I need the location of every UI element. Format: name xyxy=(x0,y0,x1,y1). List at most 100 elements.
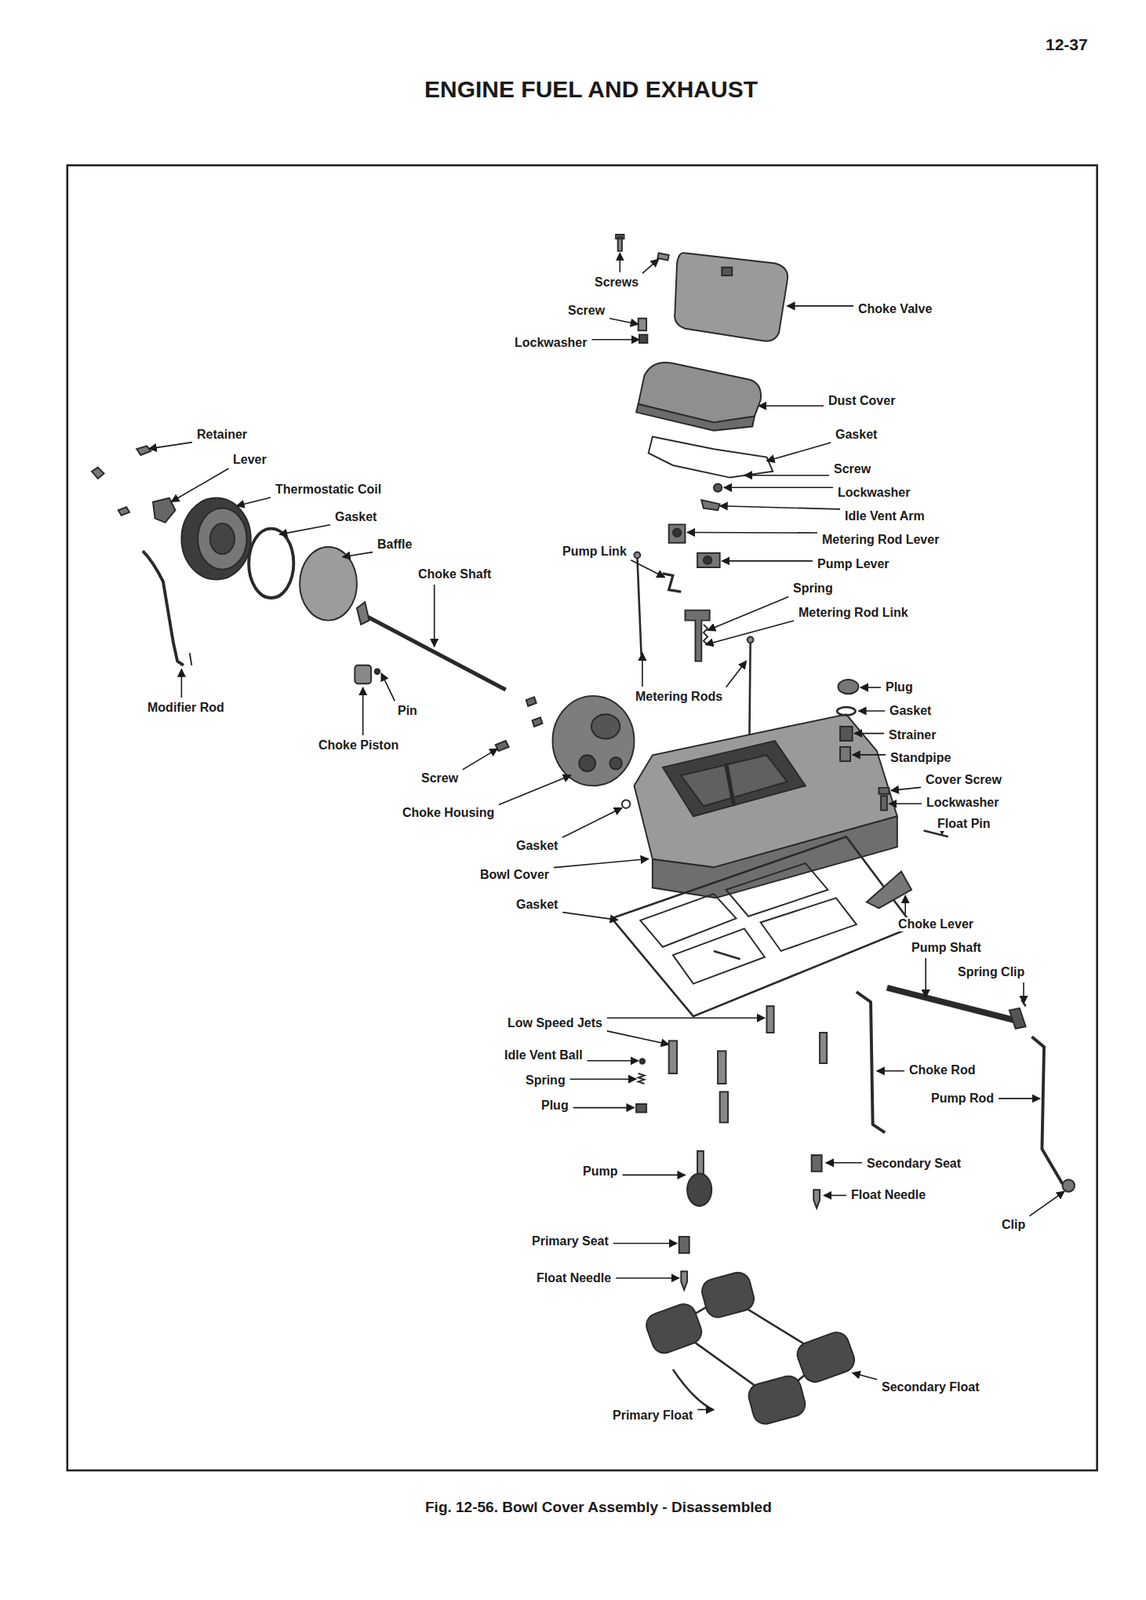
leader-line xyxy=(723,486,834,488)
leader-line xyxy=(498,774,572,805)
leader-line xyxy=(615,1276,680,1279)
leader-line xyxy=(622,1174,686,1176)
part-label: Spring Clip xyxy=(956,964,1026,979)
part-label: Metering Rod Link xyxy=(796,605,910,620)
leader-line xyxy=(342,552,373,557)
leader-line xyxy=(573,1106,635,1109)
leader-line xyxy=(279,524,331,535)
leader-line xyxy=(570,1077,637,1080)
leader-line xyxy=(587,1059,639,1062)
part-label: Retainer xyxy=(195,427,249,442)
leader-line xyxy=(433,584,436,647)
part-label: Secondary Float xyxy=(880,1379,981,1394)
leader-line xyxy=(876,1069,905,1072)
leader-line xyxy=(924,957,927,997)
part-label: Clip xyxy=(1000,1217,1027,1232)
part-label: Lockwasher xyxy=(836,485,912,500)
leader-line xyxy=(1029,1190,1066,1216)
part-label: Gasket xyxy=(333,509,379,524)
part-label: Gasket xyxy=(514,838,560,853)
part-label: Float Needle xyxy=(534,1270,613,1285)
leader-line xyxy=(858,709,886,712)
leader-line xyxy=(697,1408,714,1411)
leader-line xyxy=(854,732,885,735)
leader-line xyxy=(825,1161,863,1164)
leader-line xyxy=(823,1194,847,1197)
figure-caption: Fig. 12-56. Bowl Cover Assembly - Disass… xyxy=(425,1498,772,1516)
leader-line xyxy=(618,252,621,273)
part-label: Standpipe xyxy=(888,750,953,765)
part-label: Choke Piston xyxy=(316,738,401,753)
part-label: Spring xyxy=(523,1073,568,1088)
leader-line xyxy=(592,338,641,341)
frame xyxy=(67,165,1098,1470)
leader-line xyxy=(767,442,832,461)
leader-line xyxy=(381,673,395,702)
leader-line xyxy=(860,686,881,688)
leader-line xyxy=(609,318,639,325)
part-label: Choke Rod xyxy=(907,1062,977,1077)
leader-line xyxy=(721,560,813,562)
leader-line xyxy=(891,786,921,790)
part-label: Pump Shaft xyxy=(909,940,983,955)
part-label: Pump Link xyxy=(560,544,629,559)
part-label: Choke Shaft xyxy=(416,567,493,582)
part-label: Screws xyxy=(593,275,641,290)
part-label: Pin xyxy=(396,703,419,718)
leader-line xyxy=(641,652,644,687)
leader-line xyxy=(553,858,649,868)
part-label: Float Pin xyxy=(935,816,993,831)
part-label: Plug xyxy=(884,680,915,695)
part-label: Metering Rods xyxy=(633,689,724,704)
leader-line xyxy=(149,442,193,449)
leader-line xyxy=(607,1016,765,1019)
page-title: ENGINE FUEL AND EXHAUST xyxy=(424,76,758,103)
part-label: Lockwasher xyxy=(924,795,1001,810)
leader-line xyxy=(687,531,818,534)
part-label: Idle Vent Arm xyxy=(843,509,927,524)
part-label: Strainer xyxy=(887,727,938,743)
leader-line xyxy=(888,803,922,805)
leader-line xyxy=(787,305,855,307)
leader-line xyxy=(705,620,795,645)
leader-line xyxy=(904,894,906,914)
part-label: Baffle xyxy=(375,537,414,552)
part-label: Dust Cover xyxy=(826,393,897,408)
leader-line xyxy=(613,1242,677,1245)
part-label: Modifier Rod xyxy=(145,700,226,715)
part-label: Lockwasher xyxy=(512,335,589,350)
part-label: Idle Vent Ball xyxy=(502,1047,585,1063)
part-label: Gasket xyxy=(514,897,560,912)
leader-line xyxy=(852,1372,877,1379)
leader-line xyxy=(726,660,747,688)
part-label: Metering Rod Lever xyxy=(820,532,941,547)
leader-line xyxy=(720,505,841,510)
part-label: Spring xyxy=(791,581,835,596)
part-label: Secondary Seat xyxy=(865,1156,963,1171)
part-label: Cover Screw xyxy=(924,772,1004,787)
part-label: Choke Valve xyxy=(856,301,934,317)
leader-line xyxy=(462,748,499,770)
part-label: Primary Float xyxy=(611,1407,695,1423)
part-label: Gasket xyxy=(887,703,933,718)
leader-line xyxy=(744,474,830,477)
part-label: Gasket xyxy=(833,427,879,442)
leader-line xyxy=(941,833,943,835)
part-label: Screw xyxy=(419,771,460,786)
leader-line xyxy=(1022,982,1025,1004)
part-label: Primary Seat xyxy=(530,1233,611,1248)
part-label: Thermostatic Coil xyxy=(273,482,383,497)
leader-line xyxy=(362,687,364,735)
leader-line xyxy=(852,753,886,756)
part-label: Choke Lever xyxy=(896,916,976,932)
leader-line xyxy=(998,1097,1041,1099)
leader-line xyxy=(562,807,623,838)
part-label: Bowl Cover xyxy=(478,867,551,882)
part-label: Float Needle xyxy=(849,1187,928,1202)
leader-line xyxy=(642,258,659,273)
leader-line xyxy=(170,468,229,503)
part-label: Pump Lever xyxy=(815,556,892,572)
part-label: Pump Rod xyxy=(929,1091,996,1106)
leader-line xyxy=(181,669,183,698)
part-label: Screw xyxy=(832,462,873,477)
